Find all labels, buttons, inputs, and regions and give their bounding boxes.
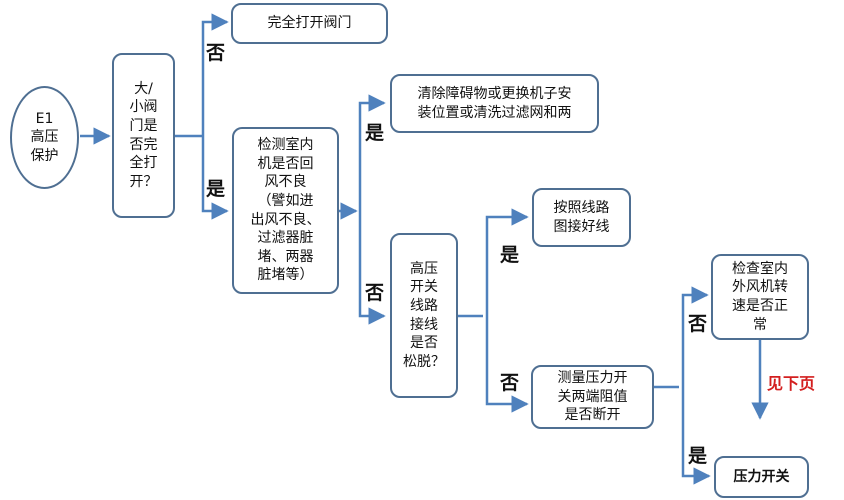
switch-wiring-question-node: 高压 开关 线路 接线 是否 松脱？ bbox=[390, 233, 458, 398]
valve-question-node: 大/ 小阀 门是 否完 全打 开？ bbox=[112, 53, 175, 218]
label-no-q2: 否 bbox=[365, 282, 385, 304]
arrow-q1-yes bbox=[201, 136, 229, 220]
label-yes-q1: 是 bbox=[206, 178, 226, 200]
label-yes-q2: 是 bbox=[365, 122, 385, 144]
arrow-q4-yes bbox=[681, 387, 711, 485]
fan-speed-question-node: 检查室内 外风机转 速是否正 常 bbox=[711, 254, 809, 340]
see-next-page-note: 见下页 bbox=[767, 374, 816, 393]
arrow-q2-yes bbox=[358, 94, 386, 211]
pressure-switch-node: 压力开关 bbox=[714, 456, 809, 498]
label-no-q4: 否 bbox=[688, 313, 708, 335]
open-valve-node: 完全打开阀门 bbox=[231, 3, 388, 44]
measure-resistance-node: 测量压力开 关两端阻值 是否断开 bbox=[531, 365, 654, 429]
clear-obstacle-node: 清除障碍物或更换机子安 装位置或清洗过滤网和两 bbox=[390, 74, 599, 133]
label-yes-q3: 是 bbox=[500, 244, 520, 266]
rewire-node: 按照线路 图接好线 bbox=[532, 188, 631, 247]
arrow-q3-yes bbox=[485, 208, 529, 316]
arrow-q2-no bbox=[358, 211, 386, 325]
arrow-q3-no bbox=[485, 316, 529, 413]
label-no-q3: 否 bbox=[500, 372, 520, 394]
arrow-q1-no bbox=[201, 13, 229, 136]
start-node: E1 高压 保护 bbox=[10, 86, 79, 189]
indoor-airflow-question-node: 检测室内 机是否回 风不良 （譬如进 出风不良、 过滤器脏 堵、两器 脏堵等） bbox=[232, 127, 339, 294]
label-yes-q4: 是 bbox=[688, 445, 708, 467]
label-no-q1: 否 bbox=[206, 42, 226, 64]
arrow-q4-no bbox=[681, 286, 709, 387]
